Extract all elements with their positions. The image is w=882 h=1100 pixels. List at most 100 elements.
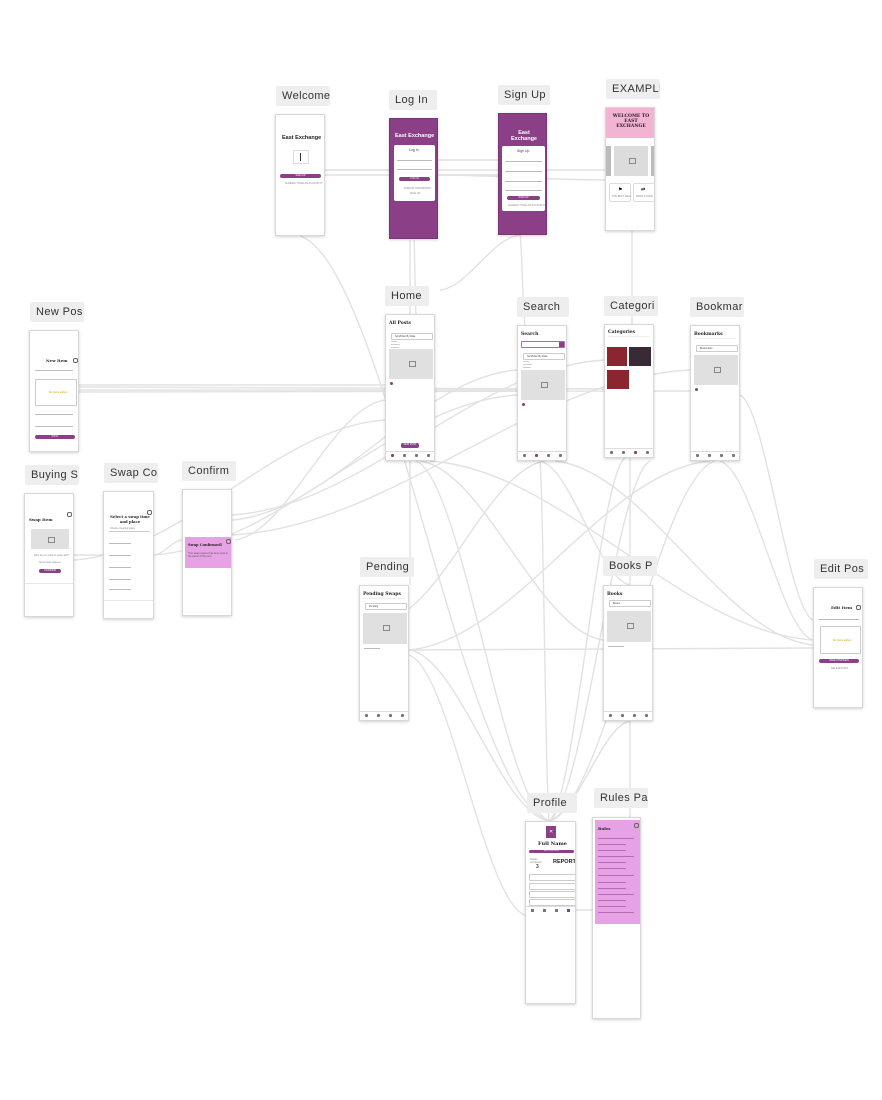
- frame-label-pending[interactable]: Pending: [360, 557, 414, 577]
- frame-label-rules[interactable]: Rules Pa: [594, 788, 648, 808]
- search-icon: [559, 342, 564, 347]
- close-icon[interactable]: [856, 605, 861, 610]
- frame-label-search[interactable]: Search: [517, 297, 569, 317]
- screen-search[interactable]: Search Sort/Filter By Date: [517, 325, 567, 461]
- time-option-1[interactable]: [109, 540, 131, 544]
- title-field[interactable]: [819, 616, 859, 620]
- bookmark-icon[interactable]: [695, 388, 698, 391]
- filter-dropdown[interactable]: Bookmarks: [696, 345, 738, 352]
- screen-rules[interactable]: Rules: [592, 817, 641, 1019]
- frame-label-home[interactable]: Home: [385, 286, 429, 306]
- feature-card-1[interactable]: ⚑ THE BEST DEAL: [609, 183, 631, 202]
- name-field[interactable]: [505, 158, 542, 162]
- confirm-field[interactable]: [505, 187, 542, 191]
- photo-upload[interactable]: No photo added: [35, 379, 77, 406]
- forgot-password-link[interactable]: FORGOT PASSWORD?: [404, 187, 432, 190]
- description-field[interactable]: [35, 411, 73, 415]
- frame-label-signup[interactable]: Sign Up: [498, 85, 550, 105]
- close-icon[interactable]: [67, 512, 72, 517]
- close-icon[interactable]: [147, 510, 152, 515]
- screen-edit-post[interactable]: Edit Item No photo added SAVE CHANGES DE…: [813, 587, 863, 708]
- screen-profile[interactable]: ✕ Full Name EDIT PROFILE Swaps completed…: [525, 821, 576, 1004]
- category-tile-3[interactable]: [607, 370, 629, 389]
- password-field[interactable]: [505, 178, 542, 182]
- frame-label-profile[interactable]: Profile: [527, 793, 577, 813]
- screen-books[interactable]: Books Books: [603, 585, 653, 721]
- place-dropdown[interactable]: Choose meeting place: [109, 526, 150, 532]
- screen-pending[interactable]: Pending Swaps Pending: [359, 585, 409, 721]
- report-link[interactable]: REPORT: [553, 859, 576, 865]
- screen-new-post[interactable]: New Item No photo added POST: [29, 330, 79, 452]
- frame-label-books-page[interactable]: Books P: [603, 556, 657, 576]
- feature-card-2[interactable]: ⇄ SWAP & SAVE: [633, 183, 654, 202]
- post-image[interactable]: [694, 355, 738, 385]
- filter-dropdown[interactable]: Books: [609, 600, 651, 607]
- menu-row-3[interactable]: [529, 891, 575, 898]
- menu-row-4[interactable]: [529, 899, 575, 906]
- connection-line: [554, 460, 814, 646]
- screen-bookmarks[interactable]: Bookmarks Bookmarks: [690, 325, 740, 461]
- signup-link[interactable]: SIGN UP: [410, 192, 421, 195]
- password-field[interactable]: [397, 166, 432, 170]
- close-icon[interactable]: [226, 539, 231, 544]
- screen-home[interactable]: All Posts Sort/Filter By Date NEW POST: [385, 314, 435, 461]
- frame-label-buying[interactable]: Buying S: [25, 465, 79, 485]
- frame-label-example[interactable]: EXAMPLE: [606, 79, 660, 99]
- screen-login[interactable]: East Exchange Log in LOG IN FORGOT PASSW…: [389, 118, 438, 239]
- post-image[interactable]: [363, 613, 407, 644]
- frame-label-edit-post[interactable]: Edit Pos: [814, 559, 868, 579]
- search-input[interactable]: [521, 341, 565, 348]
- category-tile-1[interactable]: [607, 347, 627, 366]
- screen-signup[interactable]: East Exchange Sign Up SIGN UP ALREADY HA…: [498, 113, 547, 235]
- time-option-3[interactable]: [109, 564, 131, 568]
- frame-label-bookmarks[interactable]: Bookmar: [690, 297, 744, 317]
- confirm-button[interactable]: CONFIRM: [39, 569, 61, 573]
- category-field[interactable]: [35, 423, 73, 427]
- filter-dropdown[interactable]: Pending: [365, 603, 407, 610]
- post-button[interactable]: POST: [35, 435, 75, 439]
- screen-swap[interactable]: Select a swap time and place Choose meet…: [103, 491, 154, 619]
- time-option-4[interactable]: [109, 576, 131, 580]
- login-button[interactable]: LOG IN: [399, 177, 430, 181]
- category-tile-2[interactable]: [629, 347, 651, 366]
- delete-post-link[interactable]: DELETE POST: [831, 667, 849, 670]
- screen-welcome[interactable]: East Exchange SIGN UP ALREADY HAVE AN AC…: [275, 114, 325, 236]
- connection-line: [408, 460, 711, 651]
- frame-label-welcome[interactable]: Welcome: [276, 86, 330, 106]
- sort-dropdown[interactable]: Sort/Filter By Date: [391, 333, 433, 340]
- carousel-image[interactable]: [614, 146, 648, 176]
- have-account-link[interactable]: ALREADY HAVE AN ACCOUNT?: [508, 204, 546, 207]
- new-post-fab[interactable]: NEW POST: [401, 443, 419, 448]
- email-field[interactable]: [397, 157, 432, 161]
- screen-buying[interactable]: Swap Item Who do you want to swap with? …: [24, 493, 74, 617]
- menu-row-2[interactable]: [529, 883, 575, 890]
- edit-profile-button[interactable]: EDIT PROFILE: [529, 850, 574, 853]
- menu-row-1[interactable]: [529, 874, 575, 881]
- post-image[interactable]: [389, 349, 433, 379]
- post-image[interactable]: [607, 611, 651, 642]
- frame-label-new-post[interactable]: New Pos: [30, 302, 84, 322]
- time-option-2[interactable]: [109, 552, 131, 556]
- save-changes-button[interactable]: SAVE CHANGES: [819, 659, 859, 663]
- time-option-5[interactable]: [109, 586, 131, 590]
- frame-label-login[interactable]: Log In: [389, 90, 437, 110]
- frame-label-swap[interactable]: Swap Co: [104, 463, 158, 483]
- bookmark-icon[interactable]: [390, 382, 393, 385]
- photo-upload[interactable]: No photo added: [820, 626, 861, 654]
- carousel-prev: [606, 146, 611, 176]
- post-image[interactable]: [521, 370, 565, 400]
- title-field[interactable]: [35, 367, 73, 371]
- signup-button[interactable]: SIGN UP: [507, 196, 540, 200]
- frame-label-categories[interactable]: Categori: [604, 296, 658, 316]
- signup-button[interactable]: SIGN UP: [280, 174, 321, 178]
- screen-categories[interactable]: Categories: [604, 324, 654, 458]
- close-icon[interactable]: [634, 823, 639, 828]
- close-icon[interactable]: [73, 358, 78, 363]
- email-field[interactable]: [505, 168, 542, 172]
- screen-example[interactable]: WELCOME TO EAST EXCHANGE ⚑ THE BEST DEAL…: [605, 107, 655, 231]
- sort-dropdown[interactable]: Sort/Filter By Date: [523, 353, 565, 360]
- bookmark-icon[interactable]: [522, 403, 525, 406]
- frame-label-confirm[interactable]: Confirm: [182, 461, 236, 481]
- screen-confirm[interactable]: Swap Confirmed! Your swap request has be…: [182, 489, 232, 616]
- have-account-link[interactable]: ALREADY HAVE AN ACCOUNT?: [285, 182, 323, 185]
